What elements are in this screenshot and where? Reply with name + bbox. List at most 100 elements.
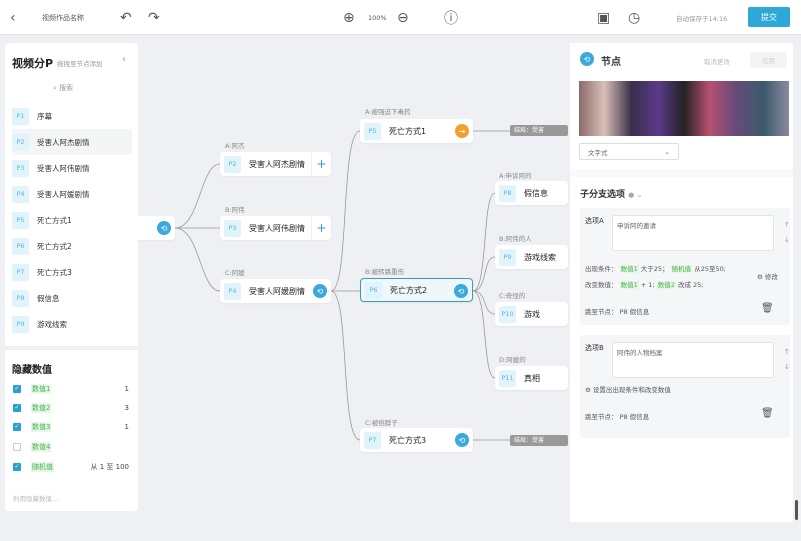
node-badge: P9	[499, 248, 516, 266]
checkbox-checked[interactable]: ✓	[13, 463, 21, 471]
style-select[interactable]: 文字式⌄	[579, 143, 679, 160]
drag-hint: 拖拽至节点添加	[57, 60, 103, 68]
part-label: 死亡方式3	[37, 267, 72, 277]
edit-button[interactable]: ⚙ 修改	[757, 273, 778, 281]
zoom-in-icon[interactable]: ⊕	[343, 9, 355, 26]
set-condition-link[interactable]: ⚙ 设置出出现条件和改变数值	[585, 386, 671, 394]
move-up-icon[interactable]: ↑	[784, 221, 790, 229]
panel-title: 视频分P	[12, 57, 54, 70]
edit-label: 修改	[764, 273, 778, 281]
option-label: 选项A	[585, 217, 604, 225]
value-row[interactable]: ✓ 数值1 1	[13, 384, 129, 394]
node-badge: P6	[365, 281, 382, 299]
condition-line: 出现条件： 数值1 大于25； 随机值 从25至50;	[585, 263, 726, 273]
trash-icon[interactable]: 🗑	[761, 408, 774, 419]
value-name: 数值1	[31, 384, 52, 394]
undo-icon[interactable]: ↶	[120, 9, 132, 26]
divider	[570, 169, 793, 177]
value-amount: 1	[124, 385, 129, 393]
sub-branch-title: 子分支选项	[580, 190, 626, 200]
list-item[interactable]: P2 受害人阿杰剧情	[12, 129, 132, 155]
info-icon[interactable]: ● ⌄	[628, 191, 643, 199]
node-title: 假信息	[524, 188, 548, 198]
cancel-changes-button[interactable]: 取消更改	[704, 58, 730, 66]
node-badge: P2	[224, 155, 241, 173]
value-chip: 数值1	[619, 281, 639, 289]
collapse-icon[interactable]: ‹	[122, 54, 126, 65]
help-icon[interactable]: ⓘ	[444, 10, 458, 27]
project-title[interactable]: 视频作品名称	[42, 13, 84, 22]
apply-button[interactable]: 应用	[750, 52, 787, 68]
zoom-out-icon[interactable]: ⊖	[397, 9, 409, 26]
option-text-input[interactable]: 申诉阿的邀请	[612, 215, 774, 251]
section-title: 子分支选项 ● ⌄	[580, 187, 643, 200]
branch-icon[interactable]: ⟲	[455, 433, 469, 447]
scrollbar[interactable]	[795, 500, 798, 520]
option-text-input[interactable]: 阿伟的人物档案	[612, 342, 774, 378]
add-icon[interactable]: +	[311, 216, 331, 240]
end-tag: 结局：受害	[510, 435, 568, 446]
move-down-icon[interactable]: ↓	[784, 363, 790, 371]
add-icon[interactable]: +	[311, 152, 331, 176]
checkbox-unchecked[interactable]	[13, 443, 21, 451]
branch-icon[interactable]: ⟲	[313, 284, 327, 298]
trash-icon[interactable]: 🗑	[761, 303, 774, 314]
add-value-hint[interactable]: 利用隐藏数值...	[13, 495, 59, 503]
jump-to-node[interactable]: 跳至节点： P8 假信息	[585, 308, 650, 316]
move-up-icon[interactable]: ↑	[784, 348, 790, 356]
preview-play-icon[interactable]: ▣	[597, 9, 611, 26]
value-row[interactable]: ✓随机值从 1 至 100	[13, 462, 129, 472]
checkbox-checked[interactable]: ✓	[13, 423, 21, 431]
move-down-icon[interactable]: ↓	[784, 236, 790, 244]
choice-label: D:阿媛的	[499, 356, 526, 364]
history-icon[interactable]: ◷	[628, 9, 641, 26]
part-badge: P2	[12, 133, 29, 151]
search-input[interactable]: ⌕ 搜索	[53, 83, 73, 93]
part-label: 受害人阿杰剧情	[37, 137, 90, 147]
node-badge: P3	[224, 219, 241, 237]
choice-label: B:阿伟	[225, 206, 245, 214]
value-amount: 3	[124, 404, 129, 412]
value-row[interactable]: 数值4	[13, 442, 129, 452]
chevron-left-icon[interactable]: ‹	[10, 9, 16, 26]
branch-icon[interactable]: ⟲	[454, 284, 468, 298]
divider	[5, 346, 138, 350]
back-icon[interactable]: ⟲	[580, 52, 594, 66]
redo-icon[interactable]: ↷	[148, 9, 160, 26]
end-tag: 结局：受害	[510, 125, 568, 136]
jump-to-node[interactable]: 跳至节点： P8 假信息	[585, 413, 650, 421]
end-icon[interactable]: →	[455, 124, 469, 138]
option-card-a: 选项A 申诉阿的邀请 ↑ ↓ 出现条件： 数值1 大于25； 随机值 从25至5…	[580, 208, 790, 325]
branch-icon[interactable]: ⟲	[157, 221, 171, 235]
choice-label: B:阿伟的人	[499, 235, 532, 243]
list-item[interactable]: P4 受害人阿媛剧情	[12, 181, 132, 207]
part-badge: P8	[12, 289, 29, 307]
submit-button[interactable]: 提交	[748, 7, 790, 27]
value-amount: 从 1 至 100	[90, 463, 130, 471]
checkbox-checked[interactable]: ✓	[13, 404, 21, 412]
part-label: 受害人阿媛剧情	[37, 189, 90, 199]
node-title: 受害人阿媛剧情	[249, 286, 305, 296]
part-badge: P4	[12, 185, 29, 203]
checkbox-checked[interactable]: ✓	[13, 385, 21, 393]
